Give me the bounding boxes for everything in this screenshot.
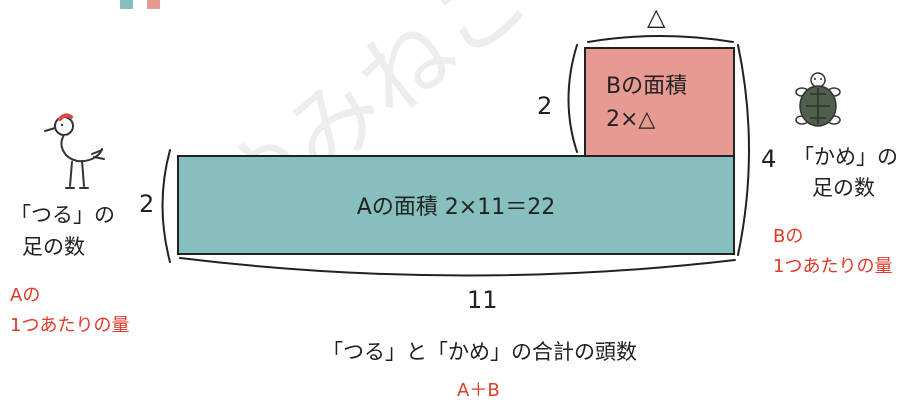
- legend-swatch-teal: [120, 0, 133, 9]
- crane-legs-label-line2: 足の数: [22, 235, 85, 259]
- crane-legs-label-line1: 「つる」の: [10, 203, 115, 227]
- top-brace-b: [587, 35, 734, 43]
- a-per-unit-line2: 1つあたりの量: [10, 315, 130, 336]
- left-bracket-b: [567, 44, 578, 153]
- a-plus-b-label: A＋B: [457, 380, 500, 401]
- top-triangle-mark: △: [647, 3, 666, 31]
- rect-b-height-label: 2: [537, 92, 553, 120]
- bottom-brace-a: [179, 257, 736, 277]
- rect-b-label-line2: 2×△: [606, 107, 656, 132]
- rect-a-label: Aの面積 2×11＝22: [356, 195, 556, 220]
- right-bracket: [737, 44, 750, 256]
- crane-icon: [44, 113, 105, 189]
- rect-a-height-label: 2: [139, 190, 155, 218]
- b-per-unit-line1: Bの: [773, 226, 804, 247]
- a-per-unit-line1: Aの: [10, 285, 41, 306]
- rect-b-label-line1: Bの面積: [606, 74, 688, 99]
- turtle-icon: [795, 72, 841, 127]
- rect-b-label: Bの面積 2×△: [606, 70, 687, 136]
- legend-swatch-pink: [147, 0, 160, 9]
- turtle-legs-label-line1: 「かめ」の: [793, 145, 898, 169]
- turtle-legs-label-line2: 足の数: [812, 176, 875, 200]
- rect-a: [177, 155, 735, 255]
- rect-a-width-label: 11: [467, 286, 498, 314]
- total-heads-caption: 「つる」と「かめ」の合計の頭数: [322, 340, 637, 364]
- left-bracket-a: [161, 149, 171, 263]
- b-per-unit-line2: 1つあたりの量: [773, 256, 893, 277]
- right-height-label: 4: [761, 145, 777, 173]
